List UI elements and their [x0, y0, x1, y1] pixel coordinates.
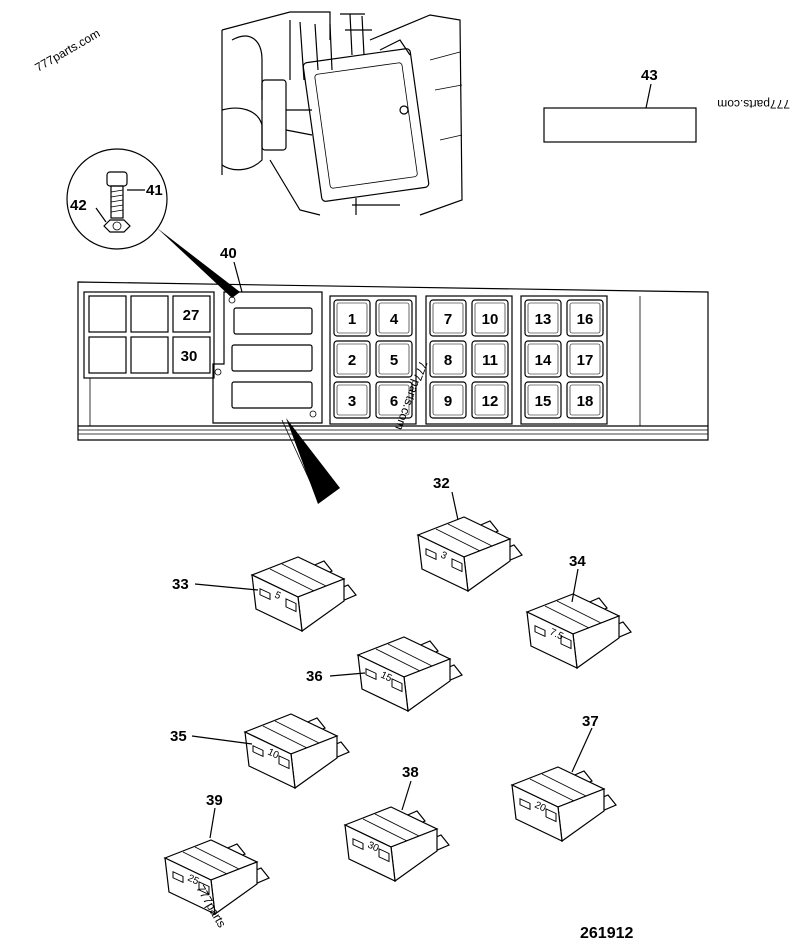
- blade-fuse: 20: [510, 766, 617, 843]
- fuse-slot-number: 11: [482, 352, 498, 369]
- fuse-slot: 5: [375, 340, 413, 378]
- fuse-slot-number: 3: [348, 393, 356, 410]
- fuse-slot-number: 12: [482, 393, 499, 410]
- blade-fuse: 15: [356, 636, 463, 713]
- fuse-slot: 16: [566, 299, 604, 337]
- watermark-right: 777parts.com: [717, 97, 790, 111]
- fuse-rating: 10: [266, 747, 281, 762]
- fuse-slot: 3: [333, 381, 371, 419]
- fuse-slot-number: 17: [577, 352, 594, 369]
- fuse-slot-number: 9: [444, 393, 452, 410]
- fuse-slot-number: 16: [577, 311, 594, 328]
- fuse-callouts: 32 33 34 36 35 37 38 39: [170, 475, 599, 839]
- fuse-slot: 7: [429, 299, 467, 337]
- drawing-number: 261912: [580, 925, 633, 942]
- fuse-slot-number: 4: [390, 311, 399, 328]
- callout-41: 41: [146, 182, 163, 199]
- blade-fuse: 7.5: [525, 593, 632, 670]
- fuse-rating: 30: [366, 840, 381, 855]
- callout-38: 38: [402, 764, 419, 781]
- fuse-slot: 4: [375, 299, 413, 337]
- fuse-slot: 6: [375, 381, 413, 419]
- callout-35: 35: [170, 728, 187, 745]
- fuse-slot: 1: [333, 299, 371, 337]
- callout-36: 36: [306, 668, 323, 685]
- fuse-slot-number: 2: [348, 352, 356, 369]
- fuses-pointer: [286, 418, 340, 504]
- fuse-slot: 10: [471, 299, 509, 337]
- fuse-slot: 12: [471, 381, 509, 419]
- callout-32: 32: [433, 475, 450, 492]
- fuse-slot-number: 18: [577, 393, 594, 410]
- blade-fuse: 30: [343, 806, 450, 883]
- watermark-top-left: 777parts.com: [33, 26, 103, 74]
- callout-42: 42: [70, 197, 87, 214]
- callout-37: 37: [582, 713, 599, 730]
- fuse-slot: 9: [429, 381, 467, 419]
- fastener-detail: 41 42: [66, 148, 168, 250]
- fuse-slot-number: 8: [444, 352, 452, 369]
- fuse-slot-number: 10: [482, 311, 499, 328]
- fuse-slot: 13: [524, 299, 562, 337]
- callout-33: 33: [172, 576, 189, 593]
- fuse-rating: 3: [439, 550, 449, 563]
- fuse-slot-number: 5: [390, 352, 398, 369]
- callout-30: 30: [181, 348, 198, 365]
- fuse-slot: 8: [429, 340, 467, 378]
- label-plate: [543, 107, 697, 143]
- callout-34: 34: [569, 553, 586, 570]
- cab-interior-view: [221, 11, 463, 216]
- fuse-slot-number: 7: [444, 311, 452, 328]
- fuse-rating: 7.5: [548, 627, 566, 643]
- callout-27: 27: [183, 307, 200, 324]
- fuse-rating: 5: [273, 590, 283, 603]
- callout-43: 43: [641, 67, 658, 84]
- fuse-slot: 15: [524, 381, 562, 419]
- fuse-rating: 15: [379, 670, 394, 685]
- fuse-slot-number: 15: [535, 393, 552, 410]
- blade-fuse: 25: [163, 839, 270, 916]
- fuse-slot-number: 13: [535, 311, 552, 328]
- fuse-slot: 2: [333, 340, 371, 378]
- fuse-slot: 14: [524, 340, 562, 378]
- fuse-slot: 11: [471, 340, 509, 378]
- fuse-slot: 18: [566, 381, 604, 419]
- callout-40: 40: [220, 245, 237, 262]
- fuse-slot-number: 14: [535, 352, 552, 369]
- fuse-rating: 25: [186, 873, 201, 888]
- blade-fuse: 10: [243, 713, 350, 790]
- fuse-slot-number: 1: [348, 311, 356, 328]
- blade-fuse: 5: [250, 556, 357, 633]
- fuse-slot: 17: [566, 340, 604, 378]
- fuse-slot-number: 6: [390, 393, 398, 410]
- fuse-rating: 20: [533, 800, 548, 815]
- detail-pointer: [157, 228, 240, 298]
- blade-fuse: 3: [416, 516, 523, 593]
- callout-39: 39: [206, 792, 223, 809]
